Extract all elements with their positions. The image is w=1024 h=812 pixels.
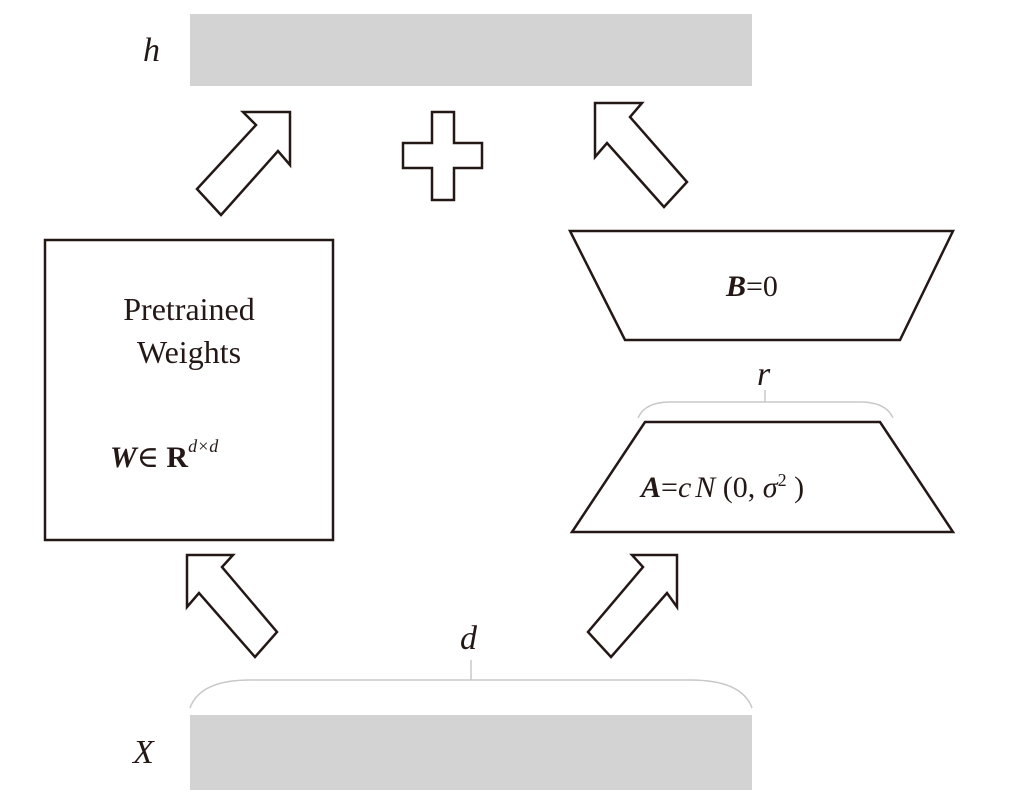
h-label: h — [143, 32, 160, 69]
d-brace — [189, 660, 753, 709]
d-label: d — [460, 620, 477, 657]
b-trapezoid — [567, 229, 955, 342]
x-label: X — [133, 734, 154, 771]
arrow-up-right-icon — [586, 553, 679, 659]
arrow-up-left-icon — [185, 553, 279, 659]
b-symbol: B — [726, 270, 747, 303]
input-x-bar — [190, 715, 752, 790]
n-symbol: N — [695, 471, 716, 504]
real-space: R — [166, 441, 189, 474]
c-symbol: c — [677, 471, 692, 504]
pretrained-weights-box — [43, 238, 335, 542]
r-brace — [637, 390, 894, 419]
b-formula: B=0 — [726, 270, 778, 304]
arrow-up-left-icon — [593, 101, 689, 209]
w-symbol: W — [110, 441, 137, 474]
arrow-up-right-icon — [195, 110, 292, 217]
pretrained-line2: Weights — [136, 334, 242, 371]
sigma-symbol: σ — [762, 471, 778, 504]
pretrained-line1: Pretrained — [123, 291, 255, 327]
equals: = — [661, 471, 678, 504]
a-symbol: A — [641, 471, 662, 504]
pretrained-weights-title: Pretrained Weights — [45, 288, 333, 374]
paren-open: (0, — [722, 471, 763, 504]
output-h-bar — [190, 14, 752, 86]
square: 2 — [777, 470, 787, 490]
in-symbol: ∈ — [136, 441, 159, 474]
b-value: =0 — [746, 270, 778, 303]
paren-close: ) — [794, 471, 805, 504]
plus-icon — [401, 110, 484, 202]
a-trapezoid — [569, 420, 956, 534]
dims: d×d — [188, 436, 219, 456]
w-formula: W∈ Rd×d — [110, 436, 218, 475]
r-label: r — [757, 356, 771, 393]
